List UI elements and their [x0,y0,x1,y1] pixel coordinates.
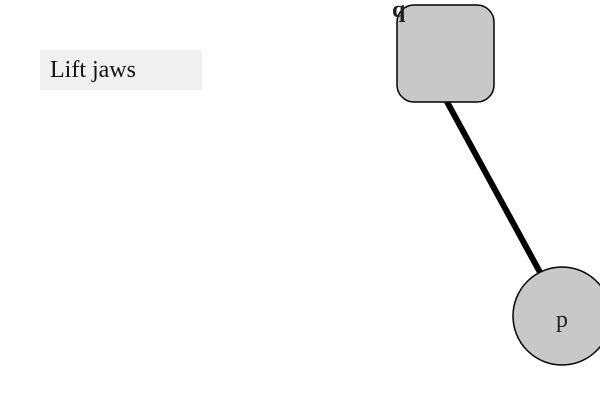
circle-node-label: p [556,307,568,333]
task-instruction-label: Lift jaws [40,50,202,90]
circle-node[interactable]: p [512,266,600,366]
circle-node-body[interactable] [512,266,600,366]
square-node-body[interactable] [396,4,495,103]
square-node[interactable]: q [392,0,495,103]
square-node-label: q [392,0,406,23]
link-bar [443,98,545,278]
